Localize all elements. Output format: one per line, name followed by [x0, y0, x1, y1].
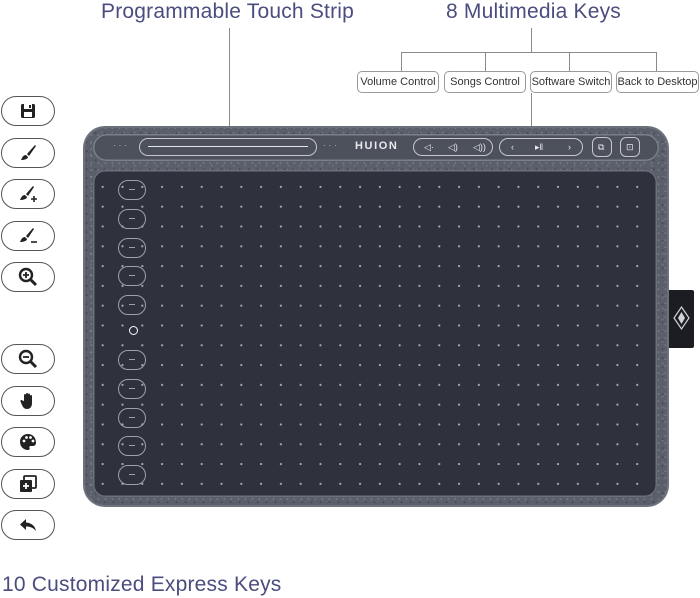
touch-strip[interactable]	[139, 138, 317, 156]
hand-icon	[20, 393, 32, 409]
express-keys-heading: 10 Customized Express Keys	[2, 573, 282, 596]
keys-callout-bar	[401, 52, 656, 53]
express-key-hand[interactable]	[1, 386, 55, 416]
keys-callout-drop-4	[656, 52, 657, 71]
mute-icon: ◁)	[448, 142, 458, 152]
zoom-out-icon	[18, 349, 38, 369]
tablet-express-key[interactable]	[118, 408, 146, 428]
palette-icon	[20, 434, 36, 450]
pen-holder	[669, 290, 694, 348]
label-volume-control: Volume Control	[357, 71, 439, 93]
express-key-brush[interactable]	[1, 138, 55, 168]
previous-song-icon: ‹	[511, 142, 514, 152]
label-software-switch: Software Switch	[530, 71, 612, 93]
huion-emblem-icon	[673, 306, 690, 330]
undo-icon	[20, 519, 36, 531]
express-key-undo[interactable]	[1, 510, 55, 540]
volume-keys[interactable]	[413, 138, 493, 156]
touch-strip-callout	[229, 28, 230, 127]
keys-callout-drop-2	[485, 52, 486, 71]
switch-window-icon: ⧉	[598, 142, 605, 152]
zoom-in-icon	[18, 267, 38, 287]
brush-plus-icon	[20, 186, 37, 202]
desktop-icon: ⊡	[626, 142, 634, 152]
strip-dots-right: ···	[323, 141, 340, 150]
tablet-top-bar: ··· ··· HUION ◁· ◁) ◁)) ‹ ▸‖ › ⧉ ⊡	[93, 134, 659, 161]
duplicate-icon	[20, 475, 37, 492]
tablet-express-key[interactable]	[118, 180, 146, 200]
label-songs-control: Songs Control	[444, 71, 526, 93]
express-key-brush-minus[interactable]	[1, 221, 55, 251]
express-key-zoom-out[interactable]	[1, 344, 55, 374]
tablet-express-key[interactable]	[118, 238, 146, 258]
tablet-brand-logo: HUION	[355, 140, 399, 152]
tablet-express-key[interactable]	[118, 465, 146, 485]
keys-callout-drop-1	[401, 52, 402, 71]
drawing-tablet: ··· ··· HUION ◁· ◁) ◁)) ‹ ▸‖ › ⧉ ⊡	[83, 126, 669, 507]
multimedia-keys-heading: 8 Multimedia Keys	[446, 0, 621, 23]
play-pause-icon: ▸‖	[535, 142, 544, 152]
label-back-to-desktop: Back to Desktop	[616, 71, 699, 93]
strip-dots-left: ···	[113, 141, 130, 150]
tablet-express-key[interactable]	[118, 379, 146, 399]
tablet-express-key[interactable]	[118, 209, 146, 229]
next-song-icon: ›	[568, 142, 571, 152]
volume-up-icon: ◁))	[473, 142, 486, 152]
back-to-desktop-key[interactable]	[620, 137, 640, 157]
software-switch-key[interactable]	[592, 137, 612, 157]
brush-icon	[21, 145, 36, 160]
express-key-save[interactable]	[1, 96, 55, 126]
express-key-column	[118, 180, 148, 490]
volume-down-icon: ◁·	[424, 142, 434, 152]
keys-callout-bottom	[531, 93, 532, 135]
song-keys[interactable]	[499, 138, 583, 156]
express-key-zoom-in[interactable]	[1, 262, 55, 292]
save-icon	[21, 104, 35, 118]
keys-callout-drop-3	[569, 52, 570, 71]
tablet-express-key[interactable]	[118, 436, 146, 456]
status-indicator-led	[129, 326, 138, 335]
express-key-palette[interactable]	[1, 427, 55, 457]
express-key-brush-plus[interactable]	[1, 179, 55, 209]
tablet-express-key[interactable]	[118, 350, 146, 370]
tablet-express-key[interactable]	[118, 295, 146, 315]
touch-strip-heading: Programmable Touch Strip	[101, 0, 355, 23]
keys-callout-stem	[531, 28, 532, 52]
brush-minus-icon	[20, 228, 37, 243]
express-key-duplicate[interactable]	[1, 469, 55, 499]
tablet-work-area[interactable]	[93, 170, 657, 497]
tablet-express-key[interactable]	[118, 266, 146, 286]
